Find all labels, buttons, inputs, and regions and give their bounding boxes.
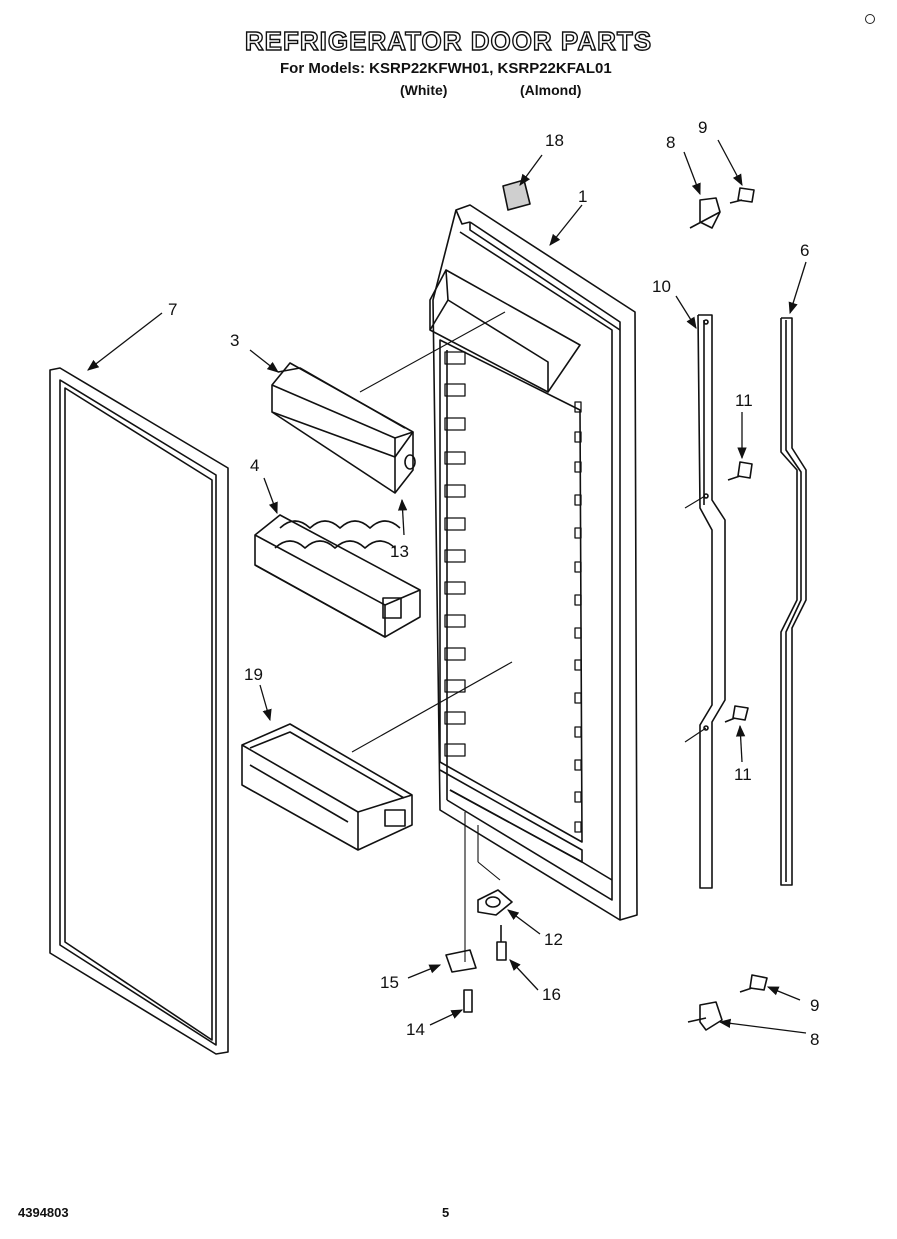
- callout-labels: 18 1 8 9 6 10 7 3 4 13 11 19 11 12 15 16…: [168, 118, 819, 1049]
- variant-white: (White): [400, 82, 448, 98]
- handle-screw-lower-part: [724, 705, 749, 723]
- door-bin-part: [241, 723, 413, 851]
- callout-12: 12: [544, 930, 563, 949]
- callout-4: 4: [250, 456, 259, 475]
- handle-bracket-part: [697, 314, 726, 889]
- dairy-door-part: [271, 362, 416, 494]
- callout-7: 7: [168, 300, 177, 319]
- egg-tray-part: [254, 514, 421, 638]
- callout-3: 3: [230, 331, 239, 350]
- bracket-screw-part: [463, 989, 473, 1013]
- indicator-lines: [351, 311, 707, 962]
- page-number: 5: [442, 1205, 450, 1220]
- bottom-hinge-bracket-part: [445, 949, 477, 973]
- cam-screw-part: [496, 925, 507, 961]
- label-part: [502, 179, 531, 211]
- bottom-hinge-screw-part: [739, 974, 768, 993]
- hinge-cam-part: [477, 889, 513, 916]
- callout-13: 13: [390, 542, 409, 561]
- callout-11-upper: 11: [735, 391, 753, 410]
- callout-8-bottom: 8: [810, 1030, 819, 1049]
- callout-arrows: [87, 139, 807, 1034]
- callout-9-top: 9: [698, 118, 707, 137]
- top-hinge-screw-part: [729, 187, 755, 204]
- callout-18: 18: [545, 131, 564, 150]
- top-hinge-part: [689, 197, 721, 229]
- callout-11-lower: 11: [734, 765, 752, 784]
- handle-trim-part: [780, 317, 807, 886]
- door-liner-part: [429, 204, 638, 921]
- callout-9-bottom: 9: [810, 996, 819, 1015]
- bottom-hinge-part: [687, 1001, 723, 1031]
- callout-14: 14: [406, 1020, 425, 1039]
- callout-19: 19: [244, 665, 263, 684]
- callout-8-top: 8: [666, 133, 675, 152]
- callout-15: 15: [380, 973, 399, 992]
- callout-6: 6: [800, 241, 809, 260]
- document-number: 4394803: [18, 1205, 69, 1220]
- model-numbers: For Models: KSRP22KFWH01, KSRP22KFAL01: [280, 60, 612, 77]
- handle-screw-upper-part: [727, 461, 753, 481]
- callout-1: 1: [578, 187, 587, 206]
- door-gasket-part: [49, 367, 229, 1055]
- callout-10: 10: [652, 277, 671, 296]
- corner-mark: [865, 14, 875, 24]
- page-title: REFRIGERATOR DOOR PARTS: [244, 25, 653, 56]
- callout-16: 16: [542, 985, 561, 1004]
- variant-almond: (Almond): [520, 82, 582, 98]
